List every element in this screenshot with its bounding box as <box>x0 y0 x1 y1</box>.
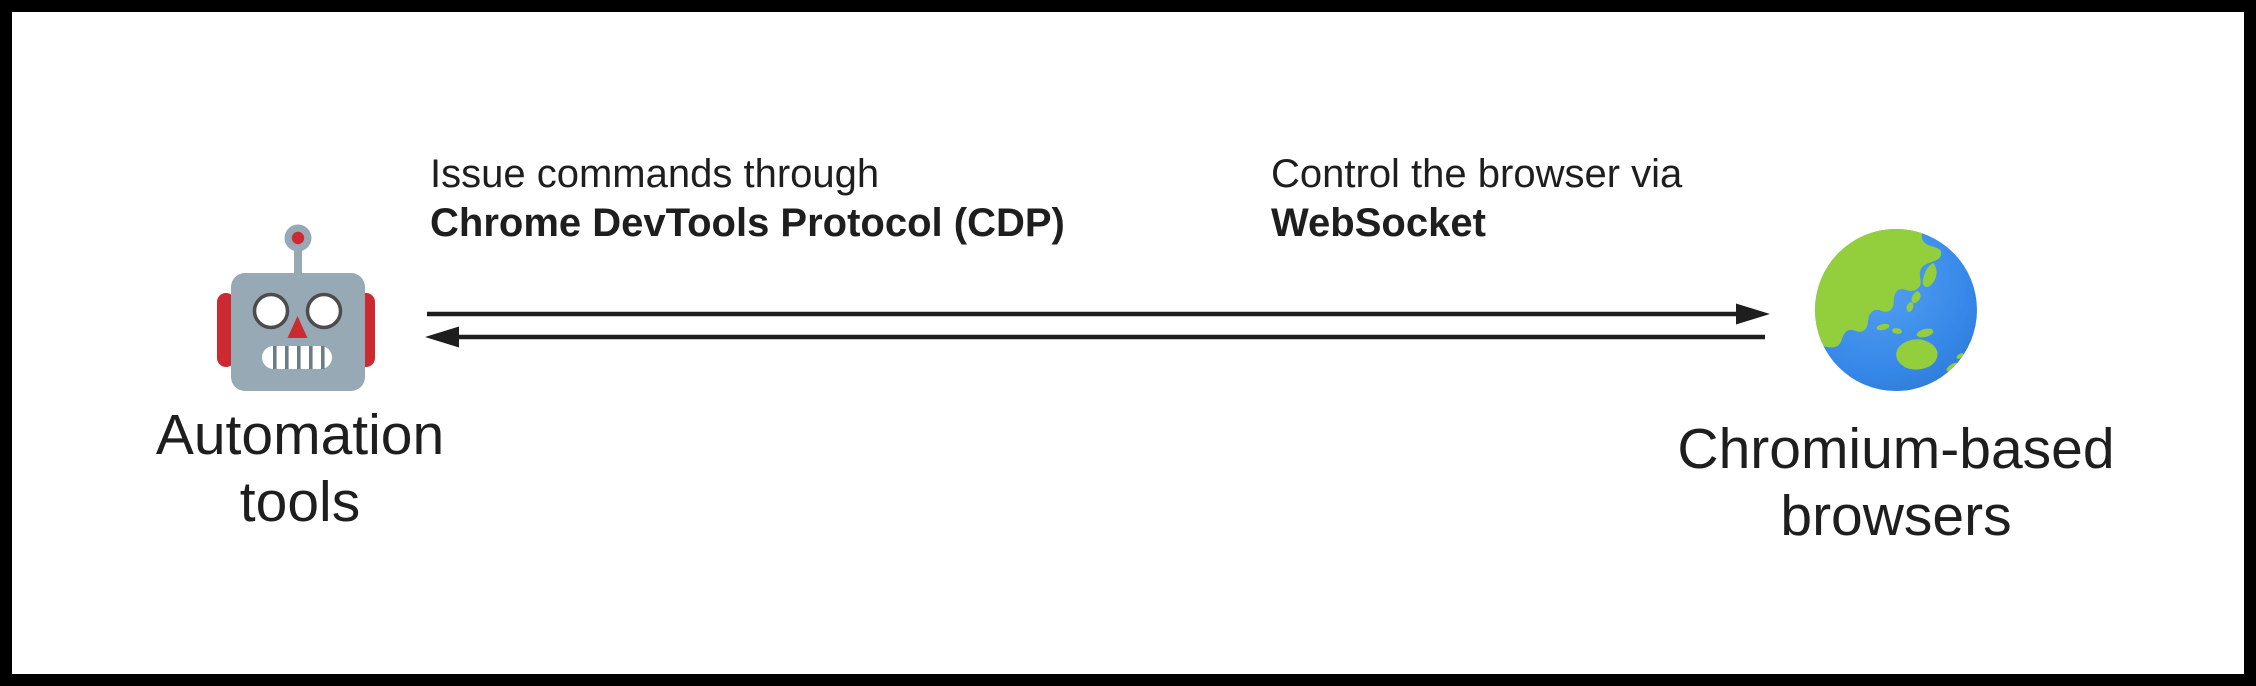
cdp-annotation: Issue commands through Chrome DevTools P… <box>430 150 1065 248</box>
response-arrow <box>425 326 1765 348</box>
globe-asia-australia-icon <box>1815 229 1977 391</box>
chromium-browsers-label-line2: browsers <box>1780 484 2012 548</box>
chromium-browsers-label: Chromium-based browsers <box>1596 416 2196 550</box>
cdp-annotation-line2: Chrome DevTools Protocol (CDP) <box>430 201 1065 245</box>
automation-tools-label: Automation tools <box>100 402 500 536</box>
request-arrow <box>427 303 1770 325</box>
cdp-annotation-line1: Issue commands through <box>430 152 880 196</box>
chromium-browsers-label-line1: Chromium-based <box>1677 417 2115 481</box>
websocket-annotation-line2: WebSocket <box>1271 201 1486 245</box>
automation-tools-label-line1: Automation <box>155 403 445 467</box>
request-arrowhead <box>1736 303 1770 325</box>
bidirectional-arrows <box>425 303 1770 348</box>
websocket-annotation-line1: Control the browser via <box>1271 152 1683 196</box>
websocket-annotation: Control the browser via WebSocket <box>1271 150 1682 248</box>
response-arrowhead <box>425 326 459 348</box>
automation-tools-label-line2: tools <box>239 470 361 534</box>
robot-icon <box>217 224 375 391</box>
